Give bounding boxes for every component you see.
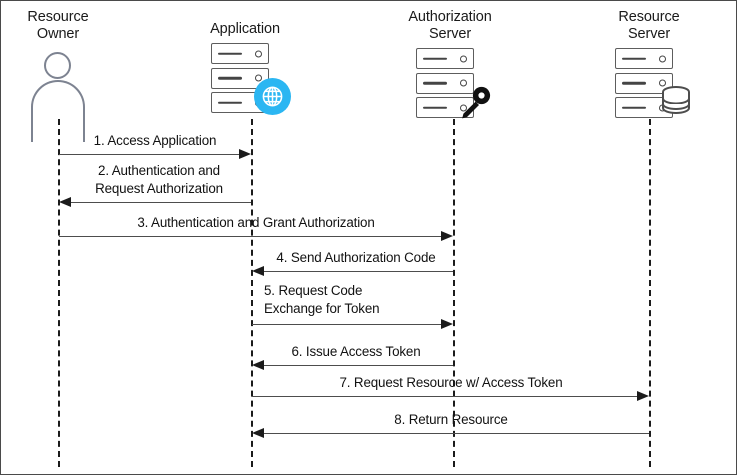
- rack-slot: [416, 72, 474, 94]
- rack-led-icon: [460, 104, 467, 111]
- message-1-line: [59, 154, 240, 155]
- rack-slot: [416, 48, 474, 69]
- actor-resource-owner: Resource Owner: [1, 9, 138, 142]
- actor-resource-server: Resource Server: [569, 9, 729, 120]
- message-6-line: [263, 365, 453, 366]
- message-1-label: 1. Access Application: [93, 133, 217, 148]
- message-1-arrowhead: [239, 149, 251, 159]
- rack-bar-icon: [423, 81, 447, 85]
- message-2-label: 2. Authentication and Request Authorizat…: [95, 163, 223, 196]
- actor-icon-resource-server: [569, 46, 729, 120]
- rack-bar-icon: [423, 57, 447, 60]
- rack-bar-icon: [218, 52, 242, 55]
- message-8-label: 8. Return Resource: [394, 412, 508, 427]
- rack-bar-icon: [423, 106, 447, 109]
- message-4-line: [263, 271, 453, 272]
- lifeline-resource-owner: [58, 119, 60, 467]
- person-icon: [27, 52, 89, 142]
- actor-label-resource-server: Resource Server: [618, 9, 680, 42]
- message-4-label: 4. Send Authorization Code: [276, 250, 436, 265]
- rack-slot: [211, 67, 269, 89]
- server-rack-icon-application: [199, 43, 291, 115]
- actor-icon-resource-owner: [1, 46, 138, 142]
- rack-led-icon: [460, 55, 467, 62]
- globe-icon: [254, 78, 291, 115]
- actor-authorization-server: Authorization Server: [370, 9, 530, 120]
- actor-icon-application: [165, 41, 325, 115]
- rack-slot: [211, 43, 269, 64]
- message-5-arrowhead: [441, 319, 453, 329]
- actor-label-resource-owner: Resource Owner: [27, 9, 89, 42]
- rack-slot: [615, 72, 673, 94]
- rack-bar-icon: [622, 106, 646, 109]
- rack-slot: [615, 48, 673, 69]
- actor-application: Application: [165, 21, 325, 115]
- message-4-arrowhead: [252, 266, 264, 276]
- rack-led-icon: [255, 74, 262, 82]
- lifeline-application: [251, 119, 253, 467]
- message-8-line: [263, 433, 649, 434]
- rack-bar-icon: [622, 81, 646, 85]
- person-body-shape: [31, 80, 85, 142]
- actor-label-authorization-server: Authorization Server: [408, 9, 492, 42]
- rack-led-icon: [255, 50, 262, 57]
- rack-led-icon: [659, 55, 666, 62]
- person-head-shape: [44, 52, 71, 79]
- message-7-label: 7. Request Resource w/ Access Token: [339, 375, 563, 390]
- server-rack-icon-authorization-server: [404, 48, 496, 120]
- lifeline-resource-server: [649, 119, 651, 467]
- key-icon: [454, 82, 494, 122]
- server-rack-shape: [615, 48, 673, 118]
- rack-bar-icon: [218, 101, 242, 104]
- message-6-label: 6. Issue Access Token: [291, 344, 421, 359]
- message-5-line: [252, 324, 442, 325]
- message-5-label: 5. Request Code Exchange for Token: [264, 283, 380, 316]
- database-icon: [655, 79, 697, 121]
- message-2-line: [70, 202, 251, 203]
- actor-icon-authorization-server: [370, 46, 530, 120]
- rack-bar-icon: [622, 57, 646, 60]
- lifeline-authorization-server: [453, 119, 455, 467]
- actor-label-application: Application: [210, 21, 280, 37]
- message-3-arrowhead: [441, 231, 453, 241]
- message-7-line: [252, 396, 638, 397]
- message-3-line: [59, 236, 442, 237]
- message-7-arrowhead: [637, 391, 649, 401]
- message-3-label: 3. Authentication and Grant Authorizatio…: [137, 215, 375, 230]
- message-8-arrowhead: [252, 428, 264, 438]
- rack-led-icon: [460, 79, 467, 87]
- server-rack-shape: [416, 48, 474, 118]
- message-2-arrowhead: [59, 197, 71, 207]
- rack-bar-icon: [218, 76, 242, 80]
- server-rack-icon-resource-server: [603, 48, 695, 120]
- message-6-arrowhead: [252, 360, 264, 370]
- rack-led-icon: [659, 79, 666, 87]
